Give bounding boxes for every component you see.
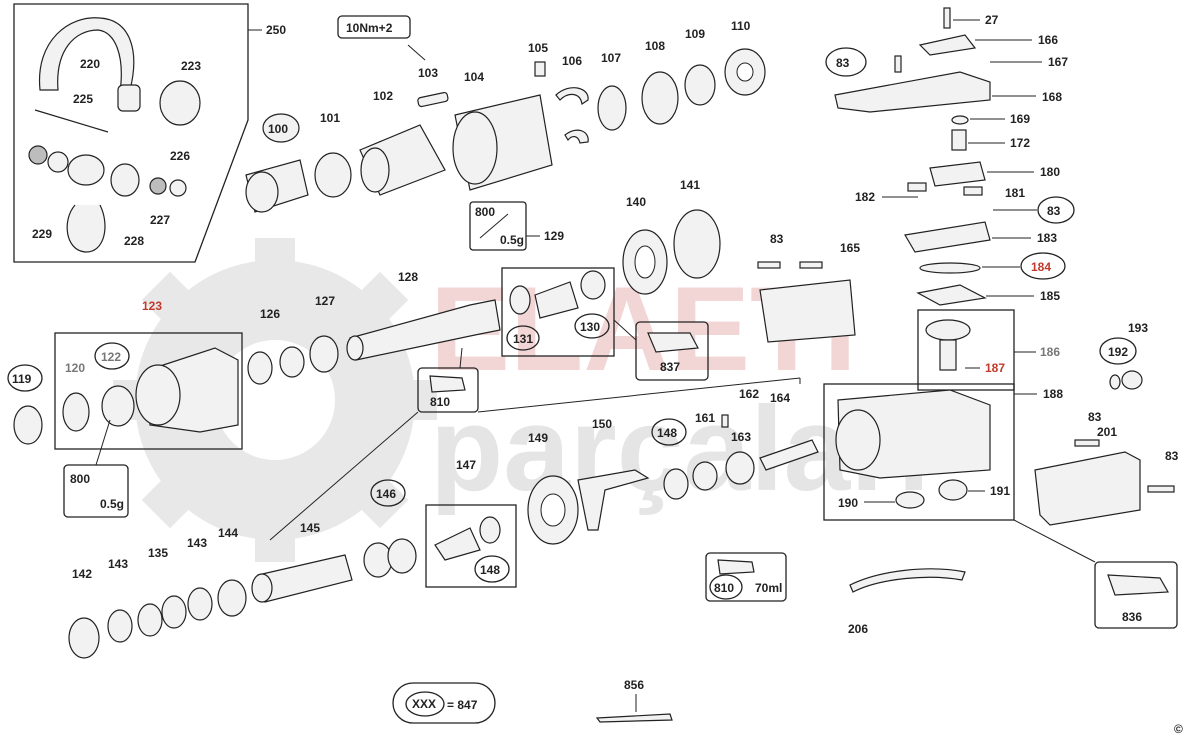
label-184: 184 [1031,260,1051,274]
label-206: 206 [848,622,868,636]
label-229: 229 [32,227,52,241]
label-83b: 83 [1047,204,1061,218]
label-167: 167 [1048,55,1068,69]
grease-amount-a: 0.5g [500,233,524,247]
label-100: 100 [268,122,288,136]
label-147: 147 [456,458,476,472]
label-119: 119 [12,372,32,386]
label-83d: 83 [1088,410,1102,424]
label-141: 141 [680,178,700,192]
grease-qty-b: 800 [70,472,90,486]
label-161: 161 [695,411,715,425]
label-185: 185 [1040,289,1060,303]
copyright-mark: © [1174,722,1183,736]
label-165: 165 [840,241,860,255]
label-190: 190 [838,496,858,510]
label-181: 181 [1005,186,1025,200]
label-186: 186 [1040,345,1060,359]
label-163: 163 [731,430,751,444]
label-856: 856 [624,678,644,692]
label-148b: 148 [480,563,500,577]
label-192: 192 [1108,345,1128,359]
legend-equals: = 847 [447,698,478,712]
label-164: 164 [770,391,790,405]
label-83a: 83 [836,56,850,70]
label-810-b: 810 [714,581,734,595]
label-130: 130 [580,320,600,334]
label-226: 226 [170,149,190,163]
label-106: 106 [562,54,582,68]
legend-placeholder: XXX [412,697,436,711]
label-250: 250 [266,23,286,37]
label-105: 105 [528,41,548,55]
torque-note: 10Nm+2 [346,21,393,35]
label-837: 837 [660,360,680,374]
label-140: 140 [626,195,646,209]
label-183: 183 [1037,231,1057,245]
handle-assembly-group: 250 220 223 225 226 227 228 229 [13,3,286,263]
grease-qty-a: 800 [475,205,495,219]
label-101: 101 [320,111,340,125]
label-168: 168 [1042,90,1062,104]
bottom-row-parts: 147 148 146 145 144 143 135 143 142 810 … [68,458,1183,736]
label-135: 135 [148,546,168,560]
label-191: 191 [990,484,1010,498]
label-103: 103 [418,66,438,80]
label-122: 122 [101,350,121,364]
label-129: 129 [544,229,564,243]
lower-middle-parts: 162 164 161 163 148 149 150 188 190 191 … [527,383,1179,563]
label-102: 102 [373,89,393,103]
label-108: 108 [645,39,665,53]
label-128: 128 [398,270,418,284]
label-127: 127 [315,294,335,308]
label-131: 131 [513,332,533,346]
label-193: 193 [1128,321,1148,335]
label-27: 27 [985,13,999,27]
top-right-parts: 27 166 83 167 168 169 172 180 182 181 83… [825,7,1148,391]
label-107: 107 [601,51,621,65]
label-187: 187 [985,361,1005,375]
label-227: 227 [150,213,170,227]
label-123: 123 [142,299,162,313]
label-146: 146 [376,487,396,501]
label-836: 836 [1122,610,1142,624]
label-150: 150 [592,417,612,431]
label-148a: 148 [657,426,677,440]
label-188: 188 [1043,387,1063,401]
label-220: 220 [80,57,100,71]
grease-amount-ml: 70ml [755,581,782,595]
label-166: 166 [1038,33,1058,47]
label-126: 126 [260,307,280,321]
label-172: 172 [1010,136,1030,150]
label-109: 109 [685,27,705,41]
label-143b: 143 [108,557,128,571]
grease-amount-b: 0.5g [100,497,124,511]
label-180: 180 [1040,165,1060,179]
label-225: 225 [73,92,93,106]
label-145: 145 [300,521,320,535]
label-810-a: 810 [430,395,450,409]
label-162: 162 [739,387,759,401]
middle-row-parts: 800 0.5g 129 131 130 140 141 837 83 165 … [7,178,860,541]
label-228: 228 [124,234,144,248]
label-143a: 143 [187,536,207,550]
label-142: 142 [72,567,92,581]
label-149: 149 [528,431,548,445]
label-120: 120 [65,361,85,375]
label-144: 144 [218,526,238,540]
label-110: 110 [731,19,751,33]
top-row-parts: 100 101 102 10Nm+2 103 104 105 106 107 1… [245,15,766,213]
label-182: 182 [855,190,875,204]
label-169: 169 [1010,112,1030,126]
label-201: 201 [1097,425,1117,439]
label-83c: 83 [770,232,784,246]
label-104: 104 [464,70,484,84]
label-83e: 83 [1165,449,1179,463]
label-223: 223 [181,59,201,73]
